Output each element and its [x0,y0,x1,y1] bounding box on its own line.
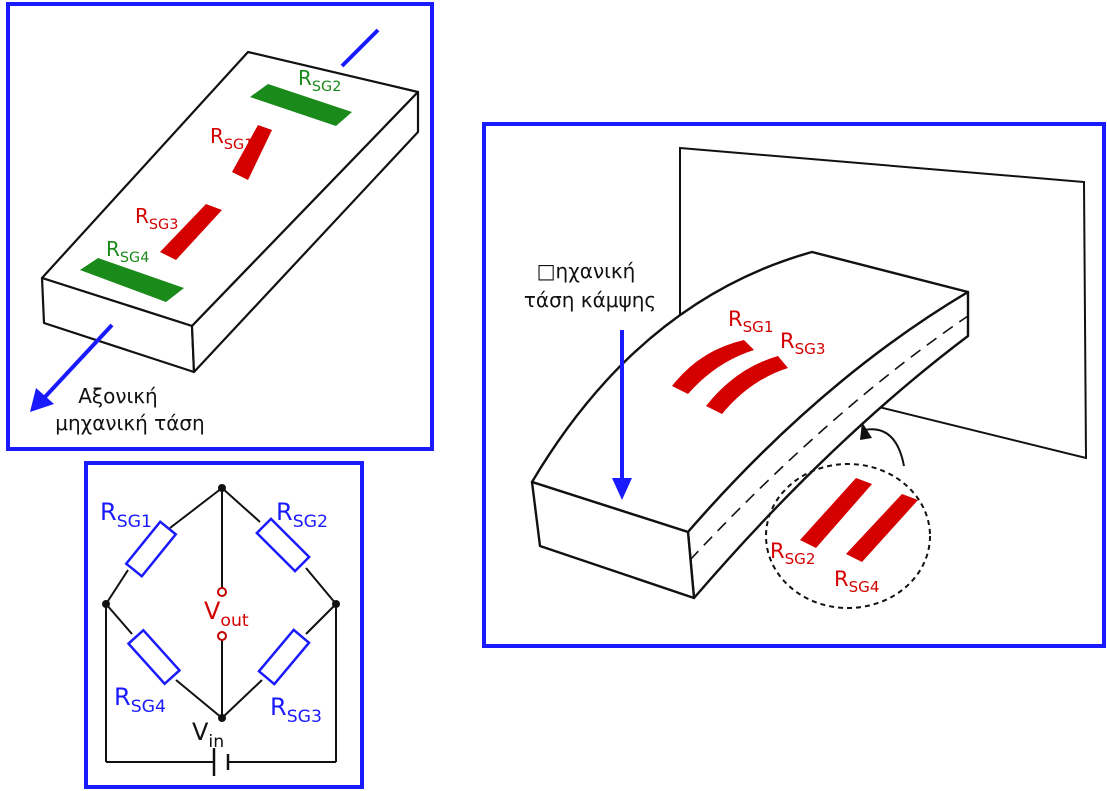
bridge-nodes [102,484,340,722]
label-rsg3-axial: RSG3 [135,204,178,233]
bending-load-arrow [612,330,632,500]
axial-label-line1: Αξονική [78,384,157,408]
bending-label-rsg4: RSG4 [834,567,880,596]
axial-force-arrows [30,28,380,412]
gauge-rsg1-axial [232,125,272,180]
bridge-label-vin: Vin [192,718,224,752]
gauge-rsg4-axial [80,258,184,302]
axial-strain-panel: RSG2 RSG1 RSG3 RSG4 Αξονική μηχανική τάσ… [6,2,434,451]
axial-panel-frame [6,2,434,451]
bridge-wires [105,487,337,776]
bridge-label-rsg1: RSG1 [100,498,152,532]
bending-label-line2: τάση κάμψης [524,288,656,312]
gauge-rsg3-bending [706,356,788,414]
bridge-panel-frame [84,461,364,789]
bottom-gauge-magnifier [765,463,931,609]
magnifier-curl-arrow [863,428,905,467]
gauge-rsg2-axial [250,84,352,126]
bridge-resistors [124,517,311,686]
bending-label-rsg2: RSG2 [770,539,816,568]
resistor-rsg3 [257,628,311,686]
axial-label-line2: μηχανική τάση [55,411,204,435]
bending-beam [530,250,970,600]
resistor-rsg4 [126,628,182,686]
label-rsg2-axial: RSG2 [298,66,341,95]
bending-panel-frame [482,122,1106,648]
bridge-label-vout: Vout [204,597,249,631]
magnifier-curl-arrowhead [860,422,872,440]
bridge-label-rsg4: RSG4 [114,683,166,717]
gauge-rsg1-bending [672,340,754,394]
resistor-rsg2 [255,517,311,573]
label-rsg4-axial: RSG4 [106,237,149,266]
resistor-rsg1 [124,519,178,579]
gauge-rsg3-axial [160,204,222,260]
axial-bar-drawing [40,50,420,374]
neutral-axis-dashed [689,315,969,561]
bending-label-rsg1: RSG1 [728,307,774,336]
gauge-rsg2-bending [800,478,872,548]
bridge-label-rsg3: RSG3 [270,693,322,727]
vout-terminals [217,587,227,641]
bending-strain-panel: □ηχανική τάση κάμψης RSG1 RSG3 RSG2 RSG4 [482,122,1106,648]
axial-arrow-bottom [42,323,114,400]
bridge-circuit-panel: RSG1 RSG2 RSG4 RSG3 Vout Vin [84,461,364,789]
label-rsg1-axial: RSG1 [210,124,253,153]
gauge-rsg4-bending [846,494,918,562]
bending-label-rsg3: RSG3 [780,329,826,358]
axial-arrowhead [30,388,54,412]
bending-label-line1: □ηχανική [537,259,636,283]
bridge-label-rsg2: RSG2 [276,498,328,532]
axial-arrow-top [340,28,380,68]
